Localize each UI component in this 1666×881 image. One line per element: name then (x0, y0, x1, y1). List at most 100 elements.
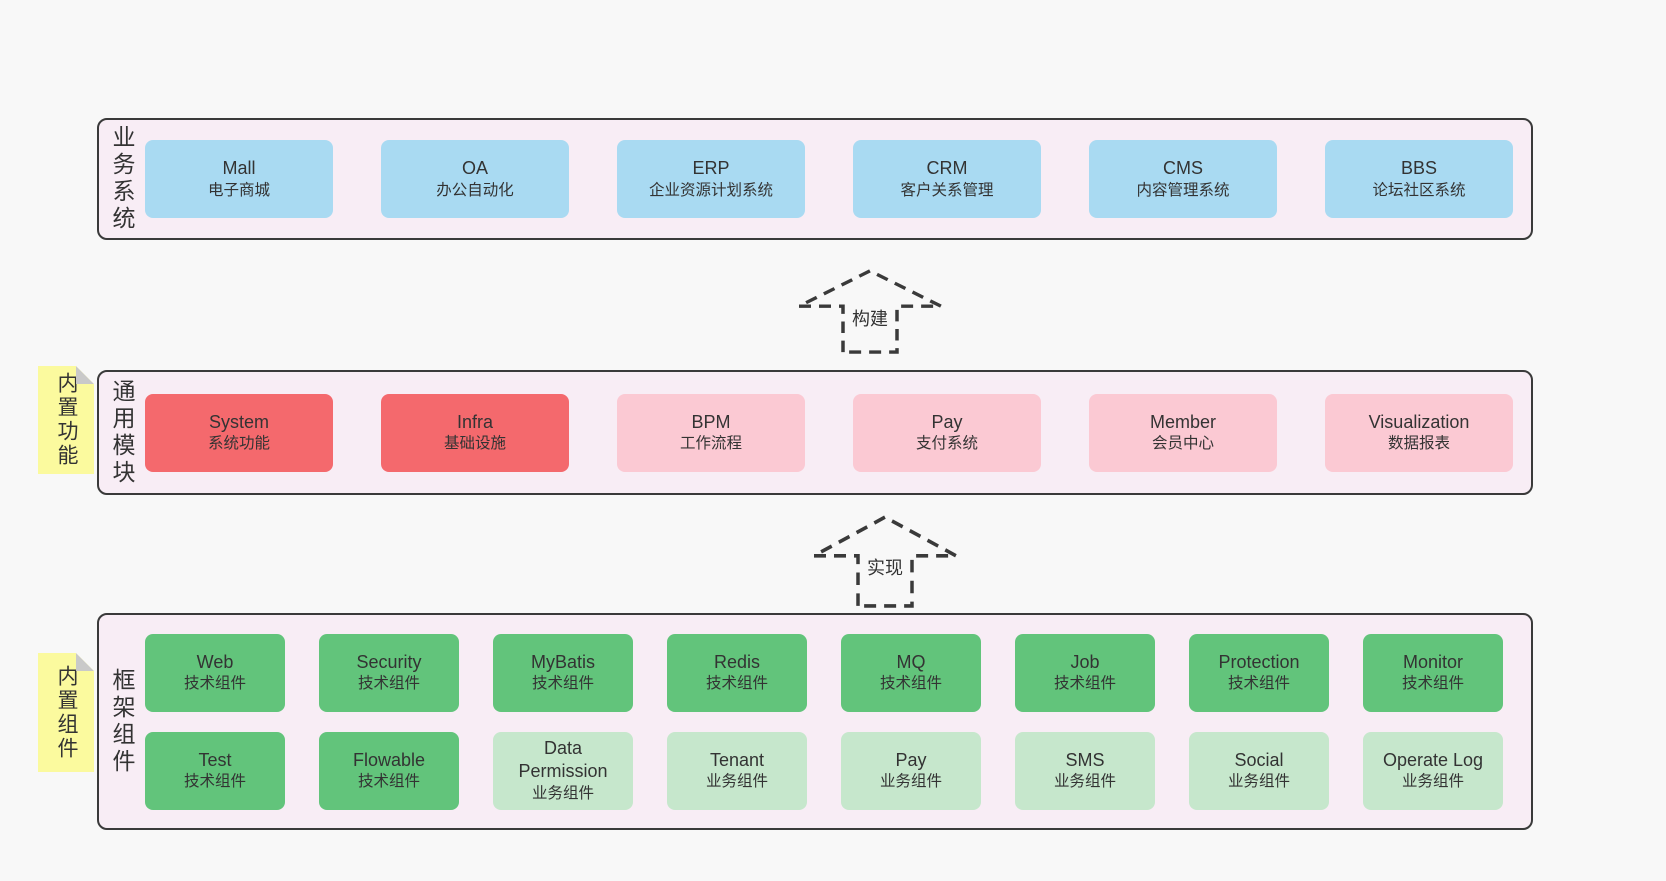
box-subtitle: 支付系统 (915, 435, 978, 453)
box-subtitle: 客户关系管理 (900, 181, 994, 199)
build-arrow-label: 构建 (848, 304, 892, 333)
box-subtitle: 技术组件 (1227, 675, 1290, 693)
sticky-fold-corner-icon (76, 653, 94, 671)
box-mall: Mall 电子商城 (145, 140, 333, 218)
box-name: Security (356, 651, 422, 672)
business-systems-band: 业务系统 Mall 电子商城 OA 办公自动化 ERP 企业资源计划系统 CRM… (97, 118, 1533, 240)
box-subtitle: 电子商城 (207, 181, 270, 199)
box-flowable: Flowable 技术组件 (319, 731, 459, 810)
sticky-label: 内置功能 (55, 372, 78, 468)
box-sms: SMS 业务组件 (1015, 731, 1155, 810)
box-oa: OA 办公自动化 (381, 140, 569, 218)
box-infra: Infra 基础设施 (381, 393, 569, 472)
build-up-arrow-icon: 构建 (795, 268, 945, 354)
box-subtitle: 技术组件 (183, 773, 246, 791)
box-protection: Protection 技术组件 (1189, 633, 1329, 712)
box-erp: ERP 企业资源计划系统 (617, 140, 805, 218)
box-subtitle: 数据报表 (1387, 435, 1450, 453)
sticky-label: 内置组件 (55, 664, 78, 761)
box-name: Operate Log (1382, 749, 1484, 770)
box-subtitle: 技术组件 (879, 675, 942, 693)
box-name: Data Permission (518, 738, 608, 782)
band-label-business-text: 业务系统 (109, 125, 135, 233)
components-rows: Web 技术组件 Security 技术组件 MyBatis 技术组件 Redi… (145, 633, 1503, 810)
box-monitor: Monitor 技术组件 (1363, 633, 1503, 712)
box-subtitle: 业务组件 (1227, 773, 1290, 791)
band-label-modules: 通用模块 (99, 372, 145, 493)
box-member: Member 会员中心 (1089, 393, 1277, 472)
box-name: Pay (931, 411, 963, 432)
box-name: Job (1070, 651, 1100, 672)
box-subtitle: 论坛社区系统 (1372, 181, 1466, 199)
box-system: System 系统功能 (145, 393, 333, 472)
box-pay-component: Pay 业务组件 (841, 731, 981, 810)
box-name: Visualization (1368, 411, 1470, 432)
components-row-1: Web 技术组件 Security 技术组件 MyBatis 技术组件 Redi… (145, 633, 1503, 712)
modules-box-row: System 系统功能 Infra 基础设施 BPM 工作流程 Pay 支付系统… (145, 393, 1513, 472)
box-subtitle: 企业资源计划系统 (648, 181, 773, 199)
common-modules-band: 通用模块 System 系统功能 Infra 基础设施 BPM 工作流程 Pay… (97, 370, 1533, 495)
box-name: CMS (1163, 158, 1203, 179)
box-subtitle: 业务组件 (1053, 773, 1116, 791)
builtin-components-sticky: 内置组件 (38, 653, 94, 772)
box-name: SMS (1065, 749, 1105, 770)
box-test: Test 技术组件 (145, 731, 285, 810)
box-subtitle: 技术组件 (357, 675, 420, 693)
box-visualization: Visualization 数据报表 (1325, 393, 1513, 472)
box-subtitle: 技术组件 (531, 675, 594, 693)
box-subtitle: 技术组件 (1053, 675, 1116, 693)
box-name: Test (198, 749, 232, 770)
implement-arrow-label: 实现 (863, 553, 907, 582)
box-social: Social 业务组件 (1189, 731, 1329, 810)
box-name: Protection (1218, 651, 1300, 672)
box-name: BPM (691, 411, 731, 432)
box-subtitle: 会员中心 (1151, 435, 1214, 453)
box-tenant: Tenant 业务组件 (667, 731, 807, 810)
components-row-2: Test 技术组件 Flowable 技术组件 Data Permission … (145, 731, 1503, 810)
box-subtitle: 工作流程 (679, 435, 742, 453)
box-bbs: BBS 论坛社区系统 (1325, 140, 1513, 218)
box-subtitle: 业务组件 (531, 784, 594, 802)
sticky-fold-corner-icon (76, 366, 94, 384)
box-name: Pay (895, 749, 927, 770)
box-name: Monitor (1402, 651, 1464, 672)
box-mybatis: MyBatis 技术组件 (493, 633, 633, 712)
box-subtitle: 基础设施 (443, 435, 506, 453)
box-name: Redis (713, 651, 761, 672)
box-name: CRM (926, 158, 968, 179)
framework-components-band: 框架组件 Web 技术组件 Security 技术组件 MyBatis 技术组件… (97, 613, 1533, 830)
box-redis: Redis 技术组件 (667, 633, 807, 712)
box-subtitle: 技术组件 (183, 675, 246, 693)
box-subtitle: 技术组件 (357, 773, 420, 791)
box-name: ERP (692, 158, 730, 179)
box-subtitle: 系统功能 (207, 435, 270, 453)
box-crm: CRM 客户关系管理 (853, 140, 1041, 218)
box-security: Security 技术组件 (319, 633, 459, 712)
box-name: BBS (1400, 158, 1438, 179)
box-name: Web (196, 651, 234, 672)
box-bpm: BPM 工作流程 (617, 393, 805, 472)
band-label-components-text: 框架组件 (109, 667, 135, 776)
band-label-components: 框架组件 (99, 615, 145, 828)
band-label-modules-text: 通用模块 (109, 378, 135, 487)
box-pay-module: Pay 支付系统 (853, 393, 1041, 472)
box-name: System (208, 411, 269, 432)
box-web: Web 技术组件 (145, 633, 285, 712)
box-subtitle: 业务组件 (705, 773, 768, 791)
box-name: OA (461, 158, 488, 179)
box-subtitle: 技术组件 (705, 675, 768, 693)
box-name: Member (1149, 411, 1216, 432)
box-cms: CMS 内容管理系统 (1089, 140, 1277, 218)
builtin-features-sticky: 内置功能 (38, 366, 94, 474)
box-subtitle: 办公自动化 (436, 181, 514, 199)
implement-up-arrow-icon: 实现 (810, 514, 960, 608)
box-job: Job 技术组件 (1015, 633, 1155, 712)
box-name: Mall (222, 158, 256, 179)
box-name: Flowable (352, 749, 426, 770)
box-mq: MQ 技术组件 (841, 633, 981, 712)
box-name: MyBatis (530, 651, 595, 672)
box-name: Tenant (709, 749, 765, 770)
box-name: MQ (896, 651, 926, 672)
box-name: Social (1234, 749, 1284, 770)
